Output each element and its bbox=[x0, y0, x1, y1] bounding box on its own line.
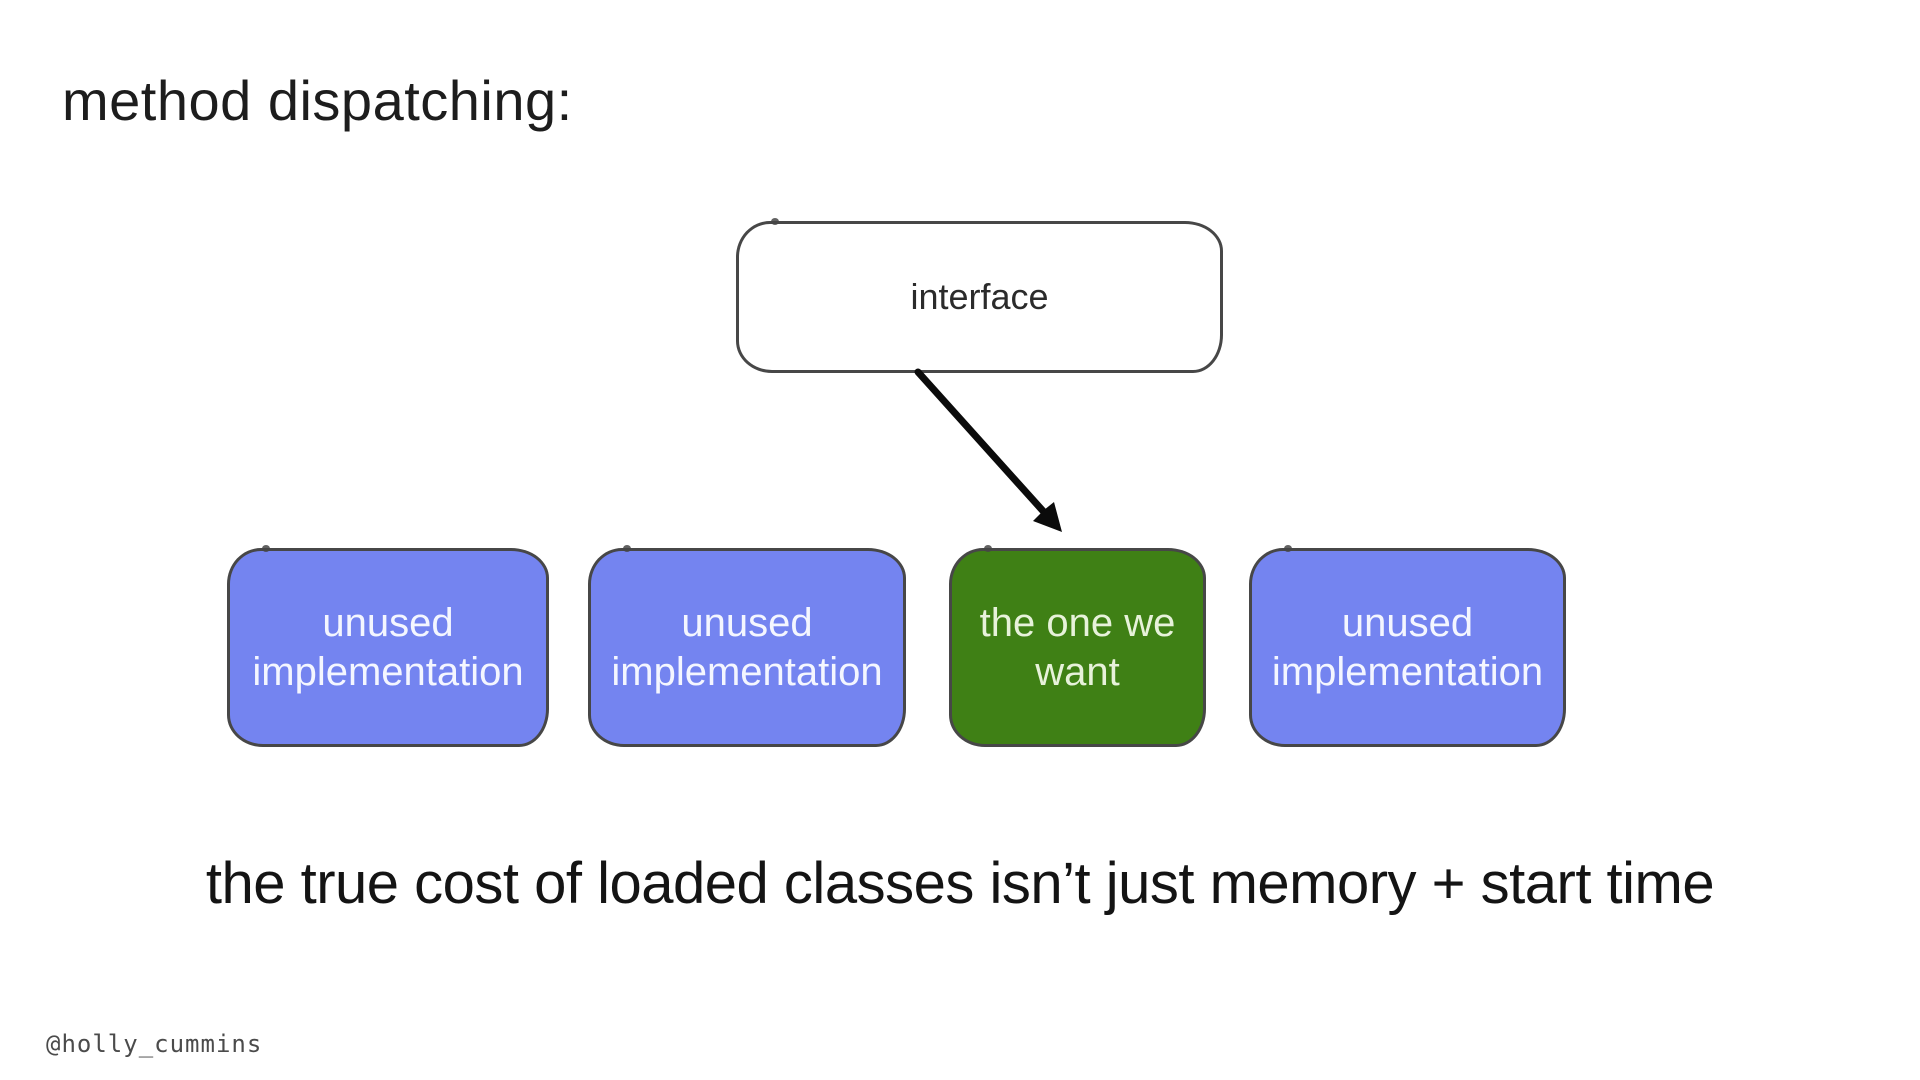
implementation-label-line2: implementation bbox=[252, 649, 524, 694]
dispatch-arrow-icon bbox=[914, 368, 1062, 532]
interface-box: interface bbox=[736, 218, 1223, 373]
speaker-handle: @holly_cummins bbox=[46, 1030, 263, 1058]
implementation-label-line1: unused bbox=[681, 600, 813, 645]
implementation-box-unused-1: unused implementation bbox=[227, 545, 549, 747]
implementation-label-line1: the one we bbox=[979, 600, 1176, 645]
implementation-box-unused-2: unused implementation bbox=[588, 545, 906, 747]
implementation-label-line2: implementation bbox=[611, 649, 883, 694]
implementation-label-line2: implementation bbox=[1271, 649, 1544, 694]
implementation-label-line1: unused bbox=[322, 600, 454, 645]
implementation-box-unused-3: unused implementation bbox=[1249, 545, 1566, 747]
slide-title: method dispatching: bbox=[62, 69, 573, 132]
implementation-label-line2: want bbox=[1035, 649, 1120, 694]
implementation-label-line1: unused bbox=[1341, 600, 1474, 645]
interface-box-label: interface bbox=[910, 276, 1049, 317]
slide-caption: the true cost of loaded classes isn’t ju… bbox=[205, 851, 1715, 916]
implementation-box-selected: the one we want bbox=[949, 545, 1206, 747]
